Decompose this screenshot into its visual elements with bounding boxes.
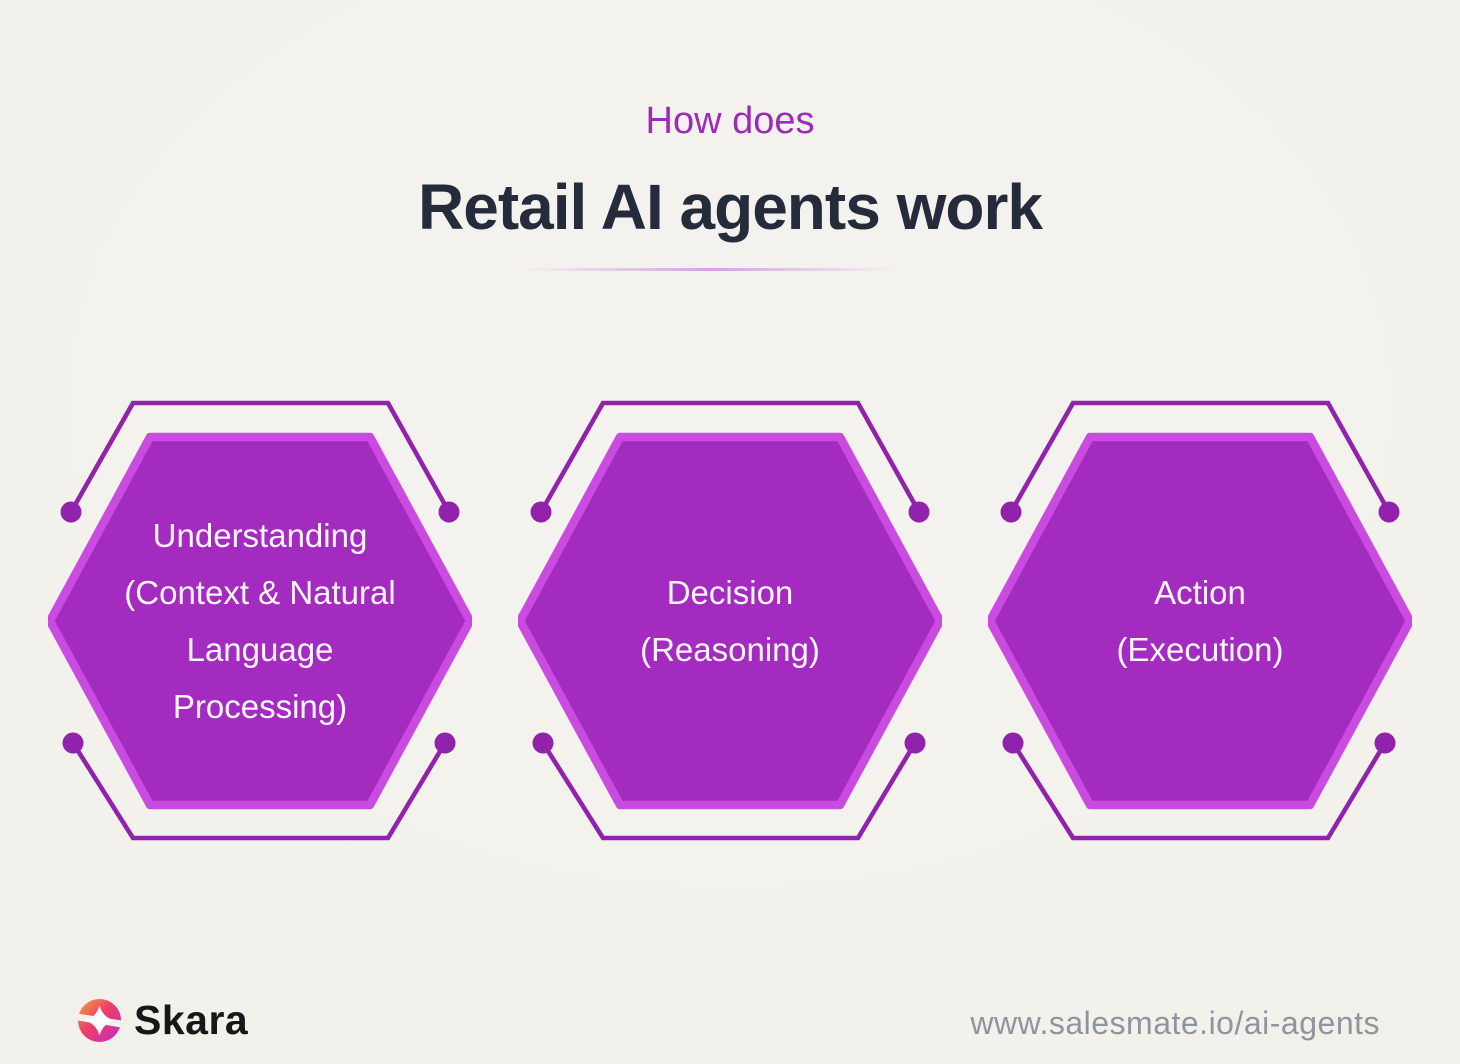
hexagon-label-decision: Decision (Reasoning) bbox=[548, 437, 912, 805]
hexagon-label-line: (Reasoning) bbox=[640, 631, 820, 668]
decoration-dot bbox=[1002, 732, 1024, 754]
decoration-dot bbox=[60, 501, 82, 523]
decoration-dot bbox=[1378, 501, 1400, 523]
footer-url: www.salesmate.io/ai-agents bbox=[970, 1005, 1380, 1041]
hexagon-label-line: (Context & Natural bbox=[124, 574, 396, 611]
decoration-dot bbox=[904, 732, 926, 754]
title-eyebrow: How does bbox=[645, 100, 815, 142]
decoration-dot bbox=[1000, 501, 1022, 523]
brand-name: Skara bbox=[134, 996, 249, 1043]
hexagon-label-line: Processing) bbox=[172, 688, 348, 725]
decoration-dot bbox=[434, 732, 456, 754]
hexagon-polygon bbox=[988, 432, 1412, 810]
hexagon-label-line: Language bbox=[186, 631, 334, 668]
decoration-dot bbox=[530, 501, 552, 523]
decoration-dot bbox=[1374, 732, 1396, 754]
title-divider bbox=[520, 268, 900, 271]
hexagon-polygon bbox=[48, 432, 472, 810]
hexagon-label-line: Action bbox=[1154, 574, 1246, 611]
hexagon-bottom-decoration-line bbox=[70, 740, 448, 841]
hexagon-shape bbox=[988, 400, 1412, 841]
hexagon-shape bbox=[48, 400, 472, 841]
brand-logo: Skara bbox=[76, 994, 248, 1046]
hexagon-label-understanding: Understanding (Context & Natural Languag… bbox=[78, 437, 442, 805]
hexagon-top-decoration-line bbox=[1008, 400, 1392, 515]
hexagon-shape bbox=[518, 400, 942, 841]
hexagon-label-line: Decision bbox=[666, 574, 794, 611]
skara-logo-icon bbox=[76, 998, 123, 1042]
hexagon-polygon bbox=[518, 432, 942, 810]
decoration-dot bbox=[532, 732, 554, 754]
hexagon-card-understanding: Understanding (Context & Natural Languag… bbox=[48, 390, 472, 850]
hexagon-label-line: Understanding bbox=[152, 517, 368, 554]
hexagon-top-decoration-line bbox=[538, 400, 922, 515]
hexagon-bottom-decoration-line bbox=[540, 740, 918, 841]
decoration-dot bbox=[438, 501, 460, 523]
hexagon-top-decoration-line bbox=[68, 400, 452, 515]
hexagon-bottom-decoration-line bbox=[1010, 740, 1388, 841]
decoration-dot bbox=[908, 501, 930, 523]
hexagon-label-action: Action (Execution) bbox=[1018, 437, 1382, 805]
page-title: Retail AI agents work bbox=[418, 171, 1043, 243]
hexagon-card-action: Action (Execution) bbox=[988, 390, 1412, 850]
decoration-dot bbox=[62, 732, 84, 754]
hexagon-label-line: (Execution) bbox=[1116, 631, 1284, 668]
hexagon-card-decision: Decision (Reasoning) bbox=[518, 390, 942, 850]
